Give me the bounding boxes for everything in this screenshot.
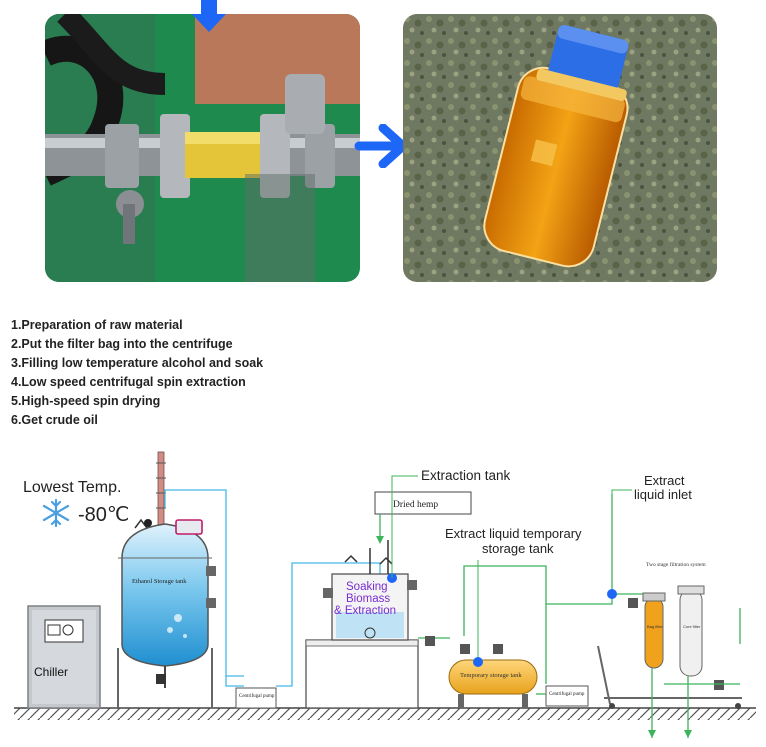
two-stage-filtration-system: Bag filter Core filter [597, 585, 742, 738]
ethanol-pipes [164, 489, 381, 687]
temp-storage-tank-label: Temporary storage tank [460, 672, 522, 679]
extraction-process-diagram: Chiller Lowest Temp. -80℃ Ethanol Storag… [14, 451, 756, 738]
extraction-tank-label: Extraction tank [421, 468, 511, 483]
inlet-dot-icon [607, 589, 617, 599]
soaking-label-2: Biomass [346, 593, 390, 605]
temp-storage-title-1: Extract liquid temporary [445, 526, 582, 541]
centrifugal-pump-1: Centrifugal pump [235, 687, 277, 709]
step-item: 4.Low speed centrifugal spin extraction [11, 375, 246, 389]
process-steps-list: 1.Preparation of raw material 2.Put the … [11, 316, 263, 430]
step-item: 5.High-speed spin drying [11, 394, 161, 408]
pump1-label: Centrifugal pump [239, 694, 275, 699]
soaking-label-3: & Extraction [334, 605, 396, 617]
extract-inlet-label-1: Extract [644, 473, 685, 488]
pump2-label: Centrifugal pump [549, 692, 585, 697]
extract-inlet-label-2: liquid inlet [634, 487, 692, 502]
down-arrow-icon [192, 0, 226, 32]
chiller-label: Chiller [34, 665, 68, 679]
centrifuge-pipe-photo [45, 14, 360, 282]
lowest-temp-label: Lowest Temp. [23, 479, 121, 496]
snowflake-icon [42, 498, 70, 528]
bag-filter-label: Bag filter [647, 624, 663, 629]
temp-value: -80℃ [78, 504, 129, 526]
two-stage-label: Two stage filtration system [646, 561, 706, 568]
dried-hemp-label: Dried hemp [393, 500, 438, 510]
ethanol-tank-label: Ethanol Storage tank [132, 578, 187, 585]
right-arrow-icon [354, 124, 408, 168]
step-item: 1.Preparation of raw material [11, 318, 183, 332]
ground [14, 708, 756, 720]
dried-hemp-box: Dried hemp [374, 491, 472, 544]
ethanol-storage-tank: Ethanol Storage tank [117, 451, 216, 708]
temporary-storage-tank: Temporary storage tank [425, 636, 538, 708]
centrifugal-pump-2: Centrifugal pump [536, 685, 589, 707]
crude-oil-bottle-photo [403, 14, 717, 282]
chiller: Chiller [27, 605, 101, 709]
step-item: 6.Get crude oil [11, 413, 98, 427]
soaking-label-1: Soaking [346, 581, 388, 593]
step-item: 3.Filling low temperature alcohol and so… [11, 356, 264, 370]
temp-storage-title-2: storage tank [482, 541, 554, 556]
step-item: 2.Put the filter bag into the centrifuge [11, 337, 233, 351]
core-filter-label: Core filter [683, 624, 701, 629]
extraction-tank: Soaking Biomass & Extraction [305, 540, 419, 709]
